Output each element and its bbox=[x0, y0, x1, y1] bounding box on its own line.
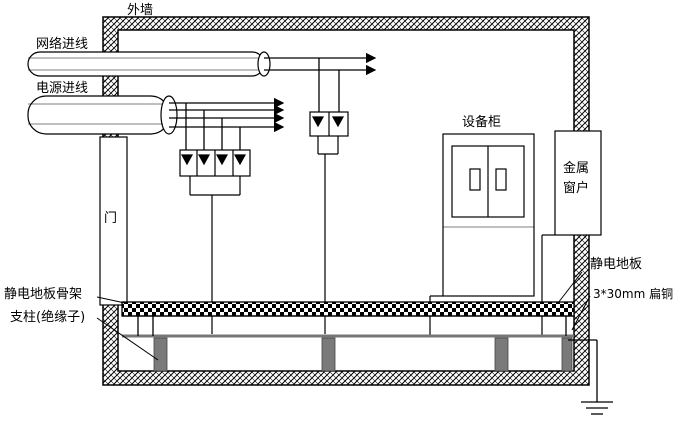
network-line-arrows bbox=[264, 52, 377, 112]
floor-frame-label: 静电地板骨架 bbox=[4, 287, 82, 302]
door bbox=[99, 136, 128, 306]
support-posts bbox=[153, 337, 573, 372]
static-floor-label: 静电地板 bbox=[590, 257, 642, 272]
leader-lines bbox=[96, 271, 591, 361]
outer-wall-label: 外墙 bbox=[127, 3, 153, 18]
power-cable bbox=[27, 95, 178, 135]
metal-window-label-2: 窗户 bbox=[563, 180, 589, 196]
metal-window bbox=[541, 130, 602, 336]
network-outlets bbox=[309, 111, 349, 334]
metal-window-label-1: 金属 bbox=[563, 160, 589, 176]
power-line-label: 电源进线 bbox=[36, 81, 88, 96]
equipment-cabinet-label: 设备柜 bbox=[462, 114, 501, 130]
power-line-arrows bbox=[169, 97, 285, 150]
earth-connection bbox=[568, 339, 613, 415]
door-label: 门 bbox=[104, 211, 117, 226]
network-line-label: 网络进线 bbox=[36, 36, 88, 52]
copper-strip-label: 3*30mm 扁铜 bbox=[593, 286, 673, 301]
floor-frame bbox=[121, 301, 575, 338]
equipment-cabinet bbox=[429, 133, 535, 336]
power-outlets bbox=[179, 149, 251, 334]
support-post-label: 支柱(绝缘子) bbox=[10, 309, 85, 325]
network-cable bbox=[27, 51, 271, 77]
